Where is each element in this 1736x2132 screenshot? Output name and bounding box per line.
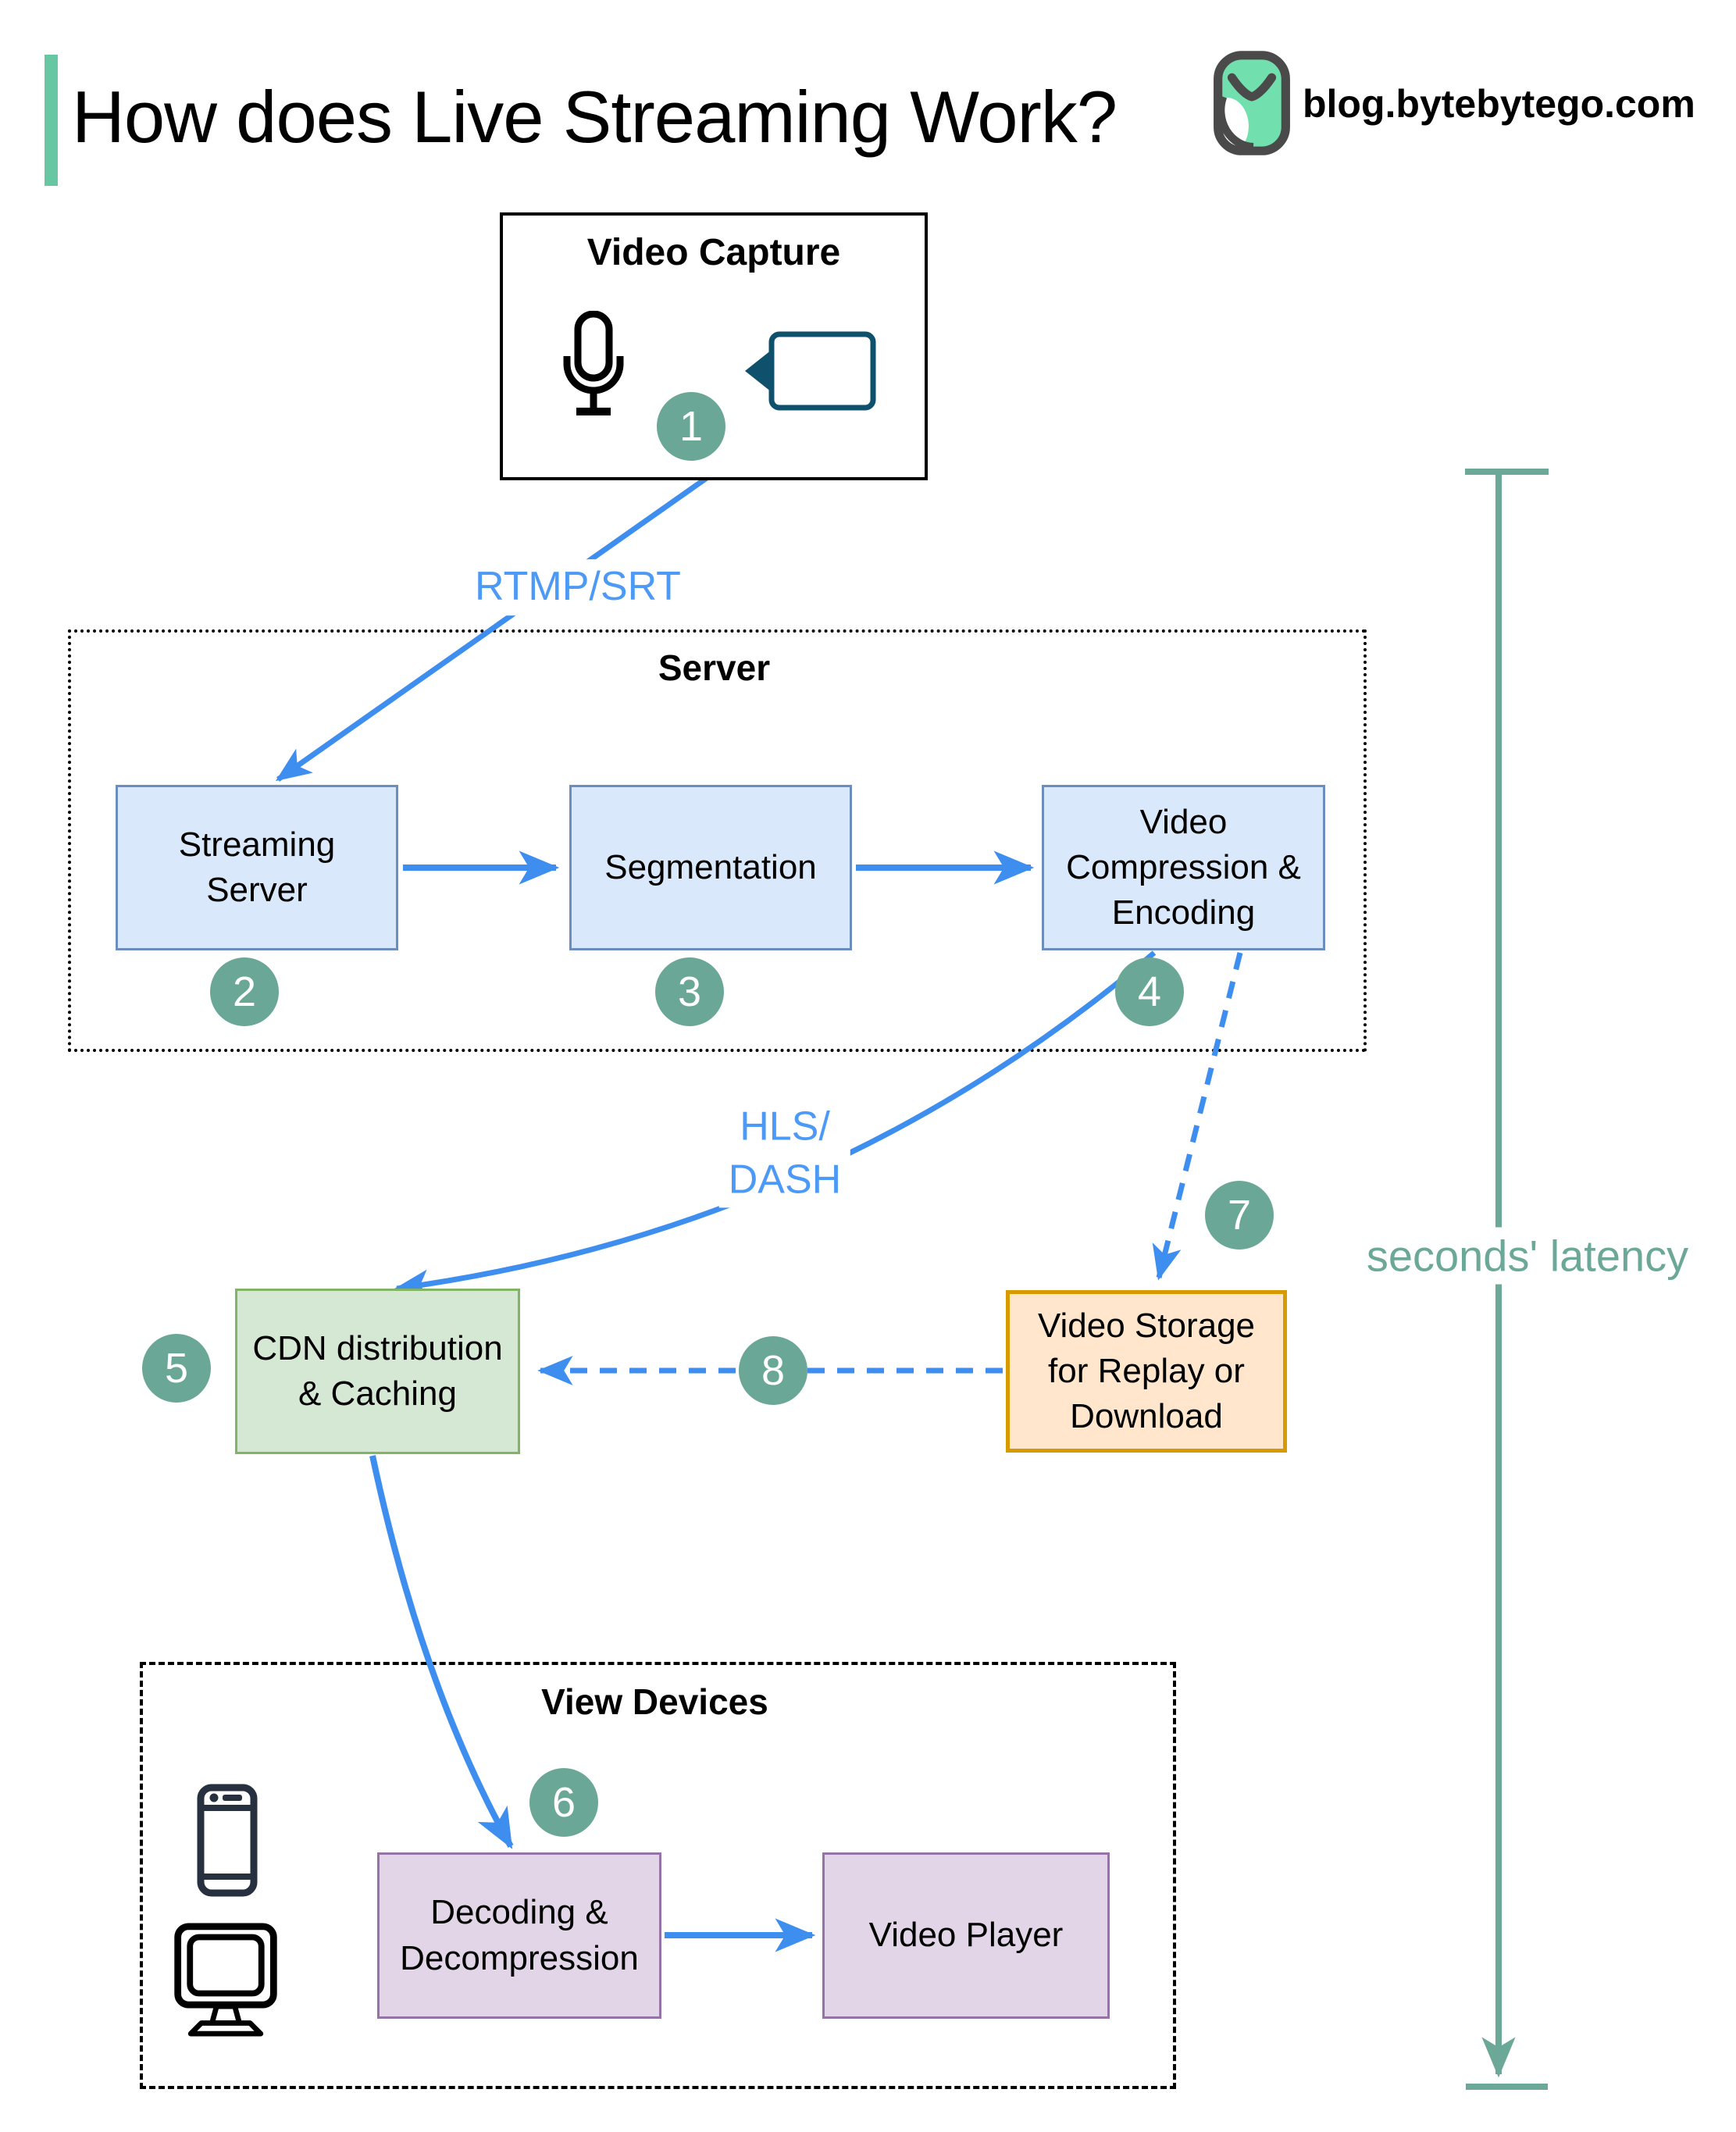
rtmp-srt-label: RTMP/SRT [465,559,690,615]
step-8-badge: 8 [739,1336,807,1405]
node-cdn: CDN distribution & Caching [235,1289,520,1454]
video-camera-icon [745,331,876,411]
bytebytego-logo-icon [1214,51,1290,155]
brand-url: blog.bytebytego.com [1303,82,1695,126]
view-devices-group-box [140,1662,1176,2089]
step-4-badge: 4 [1115,957,1184,1026]
node-segmentation: Segmentation [569,785,852,950]
step-3-badge: 3 [655,957,724,1026]
step-7-badge: 7 [1205,1181,1274,1250]
node-video-player: Video Player [822,1852,1110,2019]
smartphone-icon [197,1784,258,1897]
step-5-badge: 5 [142,1334,211,1403]
server-group-label: Server [658,647,771,688]
seconds-latency-label: seconds' latency [1355,1227,1700,1285]
page-title: How does Live Streaming Work? [72,76,1118,158]
video-capture-label: Video Capture [586,232,841,273]
node-streaming-server: Streaming Server [116,785,398,950]
step-2-badge: 2 [210,957,279,1026]
microphone-icon [563,311,624,415]
node-decoding: Decoding & Decompression [377,1852,661,2019]
step-6-badge: 6 [529,1768,598,1837]
step-1-badge: 1 [657,392,725,461]
view-devices-group-label: View Devices [541,1681,768,1722]
node-video-compression: Video Compression & Encoding [1042,785,1325,950]
monitor-icon [174,1923,277,2037]
node-video-storage: Video Storage for Replay or Download [1006,1290,1287,1453]
title-accent-bar [45,55,58,186]
hls-dash-label: HLS/ DASH [718,1099,851,1208]
